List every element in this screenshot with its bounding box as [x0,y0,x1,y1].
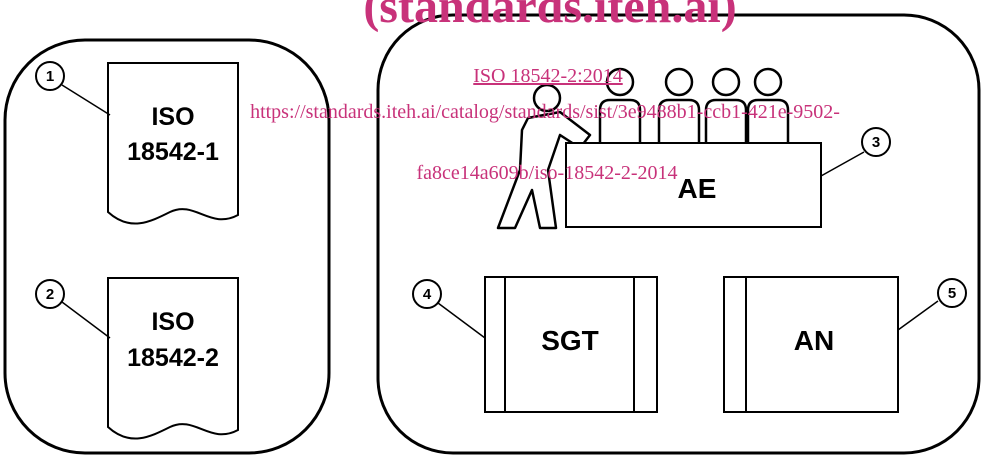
callout-4-number: 4 [423,286,432,303]
callout-3-number: 3 [872,134,880,151]
ae-label: AE [678,173,717,204]
sgt-label: SGT [541,325,599,356]
callout-2-leader [62,302,110,338]
callout-1-leader [62,85,110,115]
callout-4-leader [438,303,485,338]
callout-5-leader [898,301,938,330]
document-2-line2: 18542-2 [127,344,219,372]
document-2-line1: ISO [151,308,194,336]
document-1-line2: 18542-1 [127,138,219,166]
document-1-line1: ISO [151,103,194,131]
an-label: AN [794,325,834,356]
callout-5-number: 5 [948,285,956,302]
callout-3-leader [821,152,864,176]
callout-2-number: 2 [46,286,54,303]
watermark-url-line1[interactable]: https://standards.iteh.ai/catalog/standa… [250,101,840,123]
callout-1-number: 1 [46,68,54,85]
watermark-header: (standards.iteh.ai) [363,0,736,33]
watermark-url-line2[interactable]: fa8ce14a609b/iso-18542-2-2014 [416,162,677,184]
watermark-standard-link[interactable]: ISO 18542-2:2014 [473,65,622,87]
